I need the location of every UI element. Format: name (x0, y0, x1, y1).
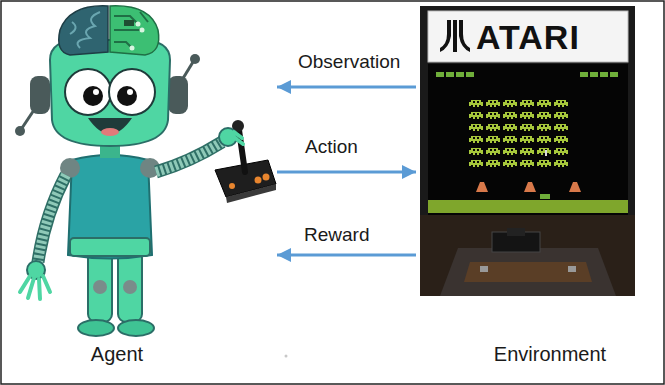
robot-figure-part (140, 28, 145, 33)
robot-figure-part (22, 110, 34, 128)
atari-cabinet-part (464, 262, 592, 282)
atari-cabinet-part (420, 6, 635, 296)
atari-cabinet-part (459, 20, 470, 52)
robot-figure-part (136, 22, 141, 27)
robot-figure-part (255, 177, 262, 184)
atari-cabinet-part (440, 20, 451, 52)
environment-figure: Environment (416, 6, 640, 378)
robot-figure-part (127, 89, 133, 95)
robot-figure-part (156, 142, 222, 172)
node-caption: Agent (91, 342, 143, 366)
atari-cabinet-part-part (456, 72, 464, 77)
atari-cabinet-part (428, 11, 628, 62)
atari-cabinet-part (428, 200, 628, 213)
atari-cabinet-part-part (610, 72, 618, 77)
atari-cabinet-part (540, 194, 550, 199)
atari-cabinet-part (428, 64, 628, 215)
atari-cabinet-part (524, 182, 536, 192)
node-label: Agent (91, 343, 143, 365)
arrow-label-text: Observation (296, 51, 402, 72)
robot-figure-part (68, 155, 152, 259)
robot-figure-part (124, 20, 134, 26)
robot-figure-part (110, 6, 159, 55)
atari-cabinet-part (480, 266, 488, 272)
atari-cabinet-part (420, 215, 635, 296)
robot-figure-part (117, 86, 137, 106)
robot-figure-part (38, 175, 66, 262)
robot-figure-part (168, 76, 188, 114)
robot-figure-part (15, 126, 25, 136)
arrow-label: Action (303, 136, 360, 159)
atari-cabinet-part (568, 266, 576, 272)
atari-cabinet-part (545, 150, 547, 156)
atari-cabinet-part (569, 182, 581, 192)
robot-figure-part (70, 238, 150, 256)
robot-figure-part (50, 40, 170, 146)
robot-figure-part (20, 276, 50, 299)
atari-cabinet-part-part (600, 72, 608, 77)
robot-figure-part (263, 174, 270, 181)
dot (285, 355, 288, 358)
atari-cabinet-part-part (580, 72, 588, 77)
robot-figure-part (38, 175, 66, 262)
robot-figure-part (70, 12, 100, 48)
logo-label: ATARI (476, 20, 580, 54)
atari-cabinet-part (453, 20, 457, 52)
robot-figure-part (190, 54, 200, 64)
robot-figure-part (114, 12, 148, 48)
robot-figure-part (109, 69, 155, 115)
flow-arrow (277, 171, 416, 174)
robot-figure (15, 6, 276, 336)
robot-figure-part (88, 250, 112, 322)
arrow-label: Reward (302, 224, 371, 247)
robot-figure-part (65, 69, 111, 115)
flow-arrow (277, 254, 416, 257)
robot-figure-part (234, 132, 243, 144)
robot-figure-part (93, 280, 107, 294)
robot-figure-part (229, 183, 235, 189)
atari-cabinet-part (468, 98, 570, 170)
atari-cabinet-part-part (590, 72, 598, 77)
arrow-label-text: Reward (302, 224, 371, 245)
robot-figure-part (78, 320, 114, 336)
robot-figure-part (101, 128, 119, 136)
robot-figure-part (118, 320, 154, 336)
flow-arrow (277, 86, 416, 89)
atari-cabinet (420, 6, 635, 296)
robot-figure-part (123, 280, 137, 294)
robot-figure-part (83, 86, 103, 106)
node-label: Environment (494, 343, 606, 365)
atari-cabinet-part (436, 72, 618, 77)
logo-text: ATARI (476, 18, 580, 56)
arrow-label: Observation (296, 51, 402, 74)
atari-cabinet-part (440, 248, 616, 296)
robot-figure-part (30, 76, 50, 114)
atari-cabinet-part (507, 228, 525, 236)
node-caption: Environment (494, 342, 606, 366)
robot-figure-part (130, 46, 135, 51)
robot-figure-part (118, 250, 142, 322)
arrow-label-text: Action (303, 136, 360, 157)
atari-cabinet-part-part (436, 72, 444, 77)
robot-figure-part (226, 184, 276, 203)
robot-figure-part (59, 6, 108, 55)
atari-cabinet-part-part (446, 72, 454, 77)
atari-cabinet-part (476, 182, 488, 192)
robot-figure-part (93, 89, 99, 95)
agent-figure: Agent (15, 6, 277, 378)
robot-figure-part (156, 142, 222, 172)
atari-cabinet-part-part (466, 72, 474, 77)
